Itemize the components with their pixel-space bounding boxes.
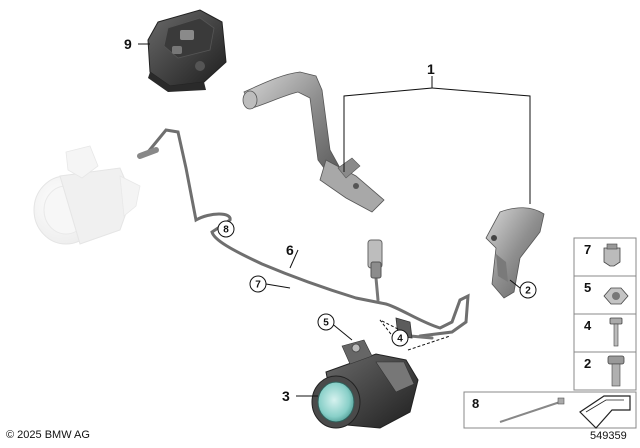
svg-text:7: 7 (255, 280, 261, 291)
svg-text:4: 4 (397, 334, 403, 345)
holder-bracket-right (485, 207, 545, 299)
copyright-text: © 2025 BMW AG (6, 429, 90, 441)
svg-text:5: 5 (323, 318, 329, 329)
auxiliary-light-part (311, 339, 419, 429)
ghost-auxiliary-light (33, 145, 141, 245)
diagram-id: 549359 (590, 430, 627, 442)
wiring-harness (137, 128, 470, 340)
callout-6: 6 (286, 242, 294, 258)
callout-3: 3 (282, 388, 290, 404)
cable-tie-legend: 8 (463, 391, 637, 429)
legend-label-8: 8 (472, 396, 479, 411)
holder-bracket-upper (242, 71, 385, 213)
hardware-legend: 7 5 4 2 (573, 237, 637, 391)
svg-text:8: 8 (223, 225, 229, 236)
legend-label-7: 7 (584, 242, 591, 257)
callout-9: 9 (124, 36, 132, 52)
callout-1: 1 (427, 61, 435, 77)
circled-callout-8: 8 (217, 220, 235, 238)
leader-lines (138, 43, 531, 397)
legend-label-5: 5 (584, 280, 591, 295)
legend-label-4: 4 (584, 318, 592, 333)
circled-callout-4: 4 (391, 329, 409, 347)
svg-text:2: 2 (525, 286, 531, 297)
bolt-icon (607, 355, 625, 387)
arrow-direction-icon (579, 395, 631, 429)
cable-tie-icon (499, 401, 561, 423)
circled-callout-5: 5 (317, 313, 335, 331)
switch-housing-part (147, 9, 227, 92)
legend-label-2: 2 (584, 356, 591, 371)
hex-nut-icon (603, 287, 629, 305)
circled-callout-7: 7 (249, 275, 267, 293)
clip-icon (603, 243, 621, 267)
circled-callout-2: 2 (519, 281, 537, 299)
screw-icon (609, 317, 623, 347)
